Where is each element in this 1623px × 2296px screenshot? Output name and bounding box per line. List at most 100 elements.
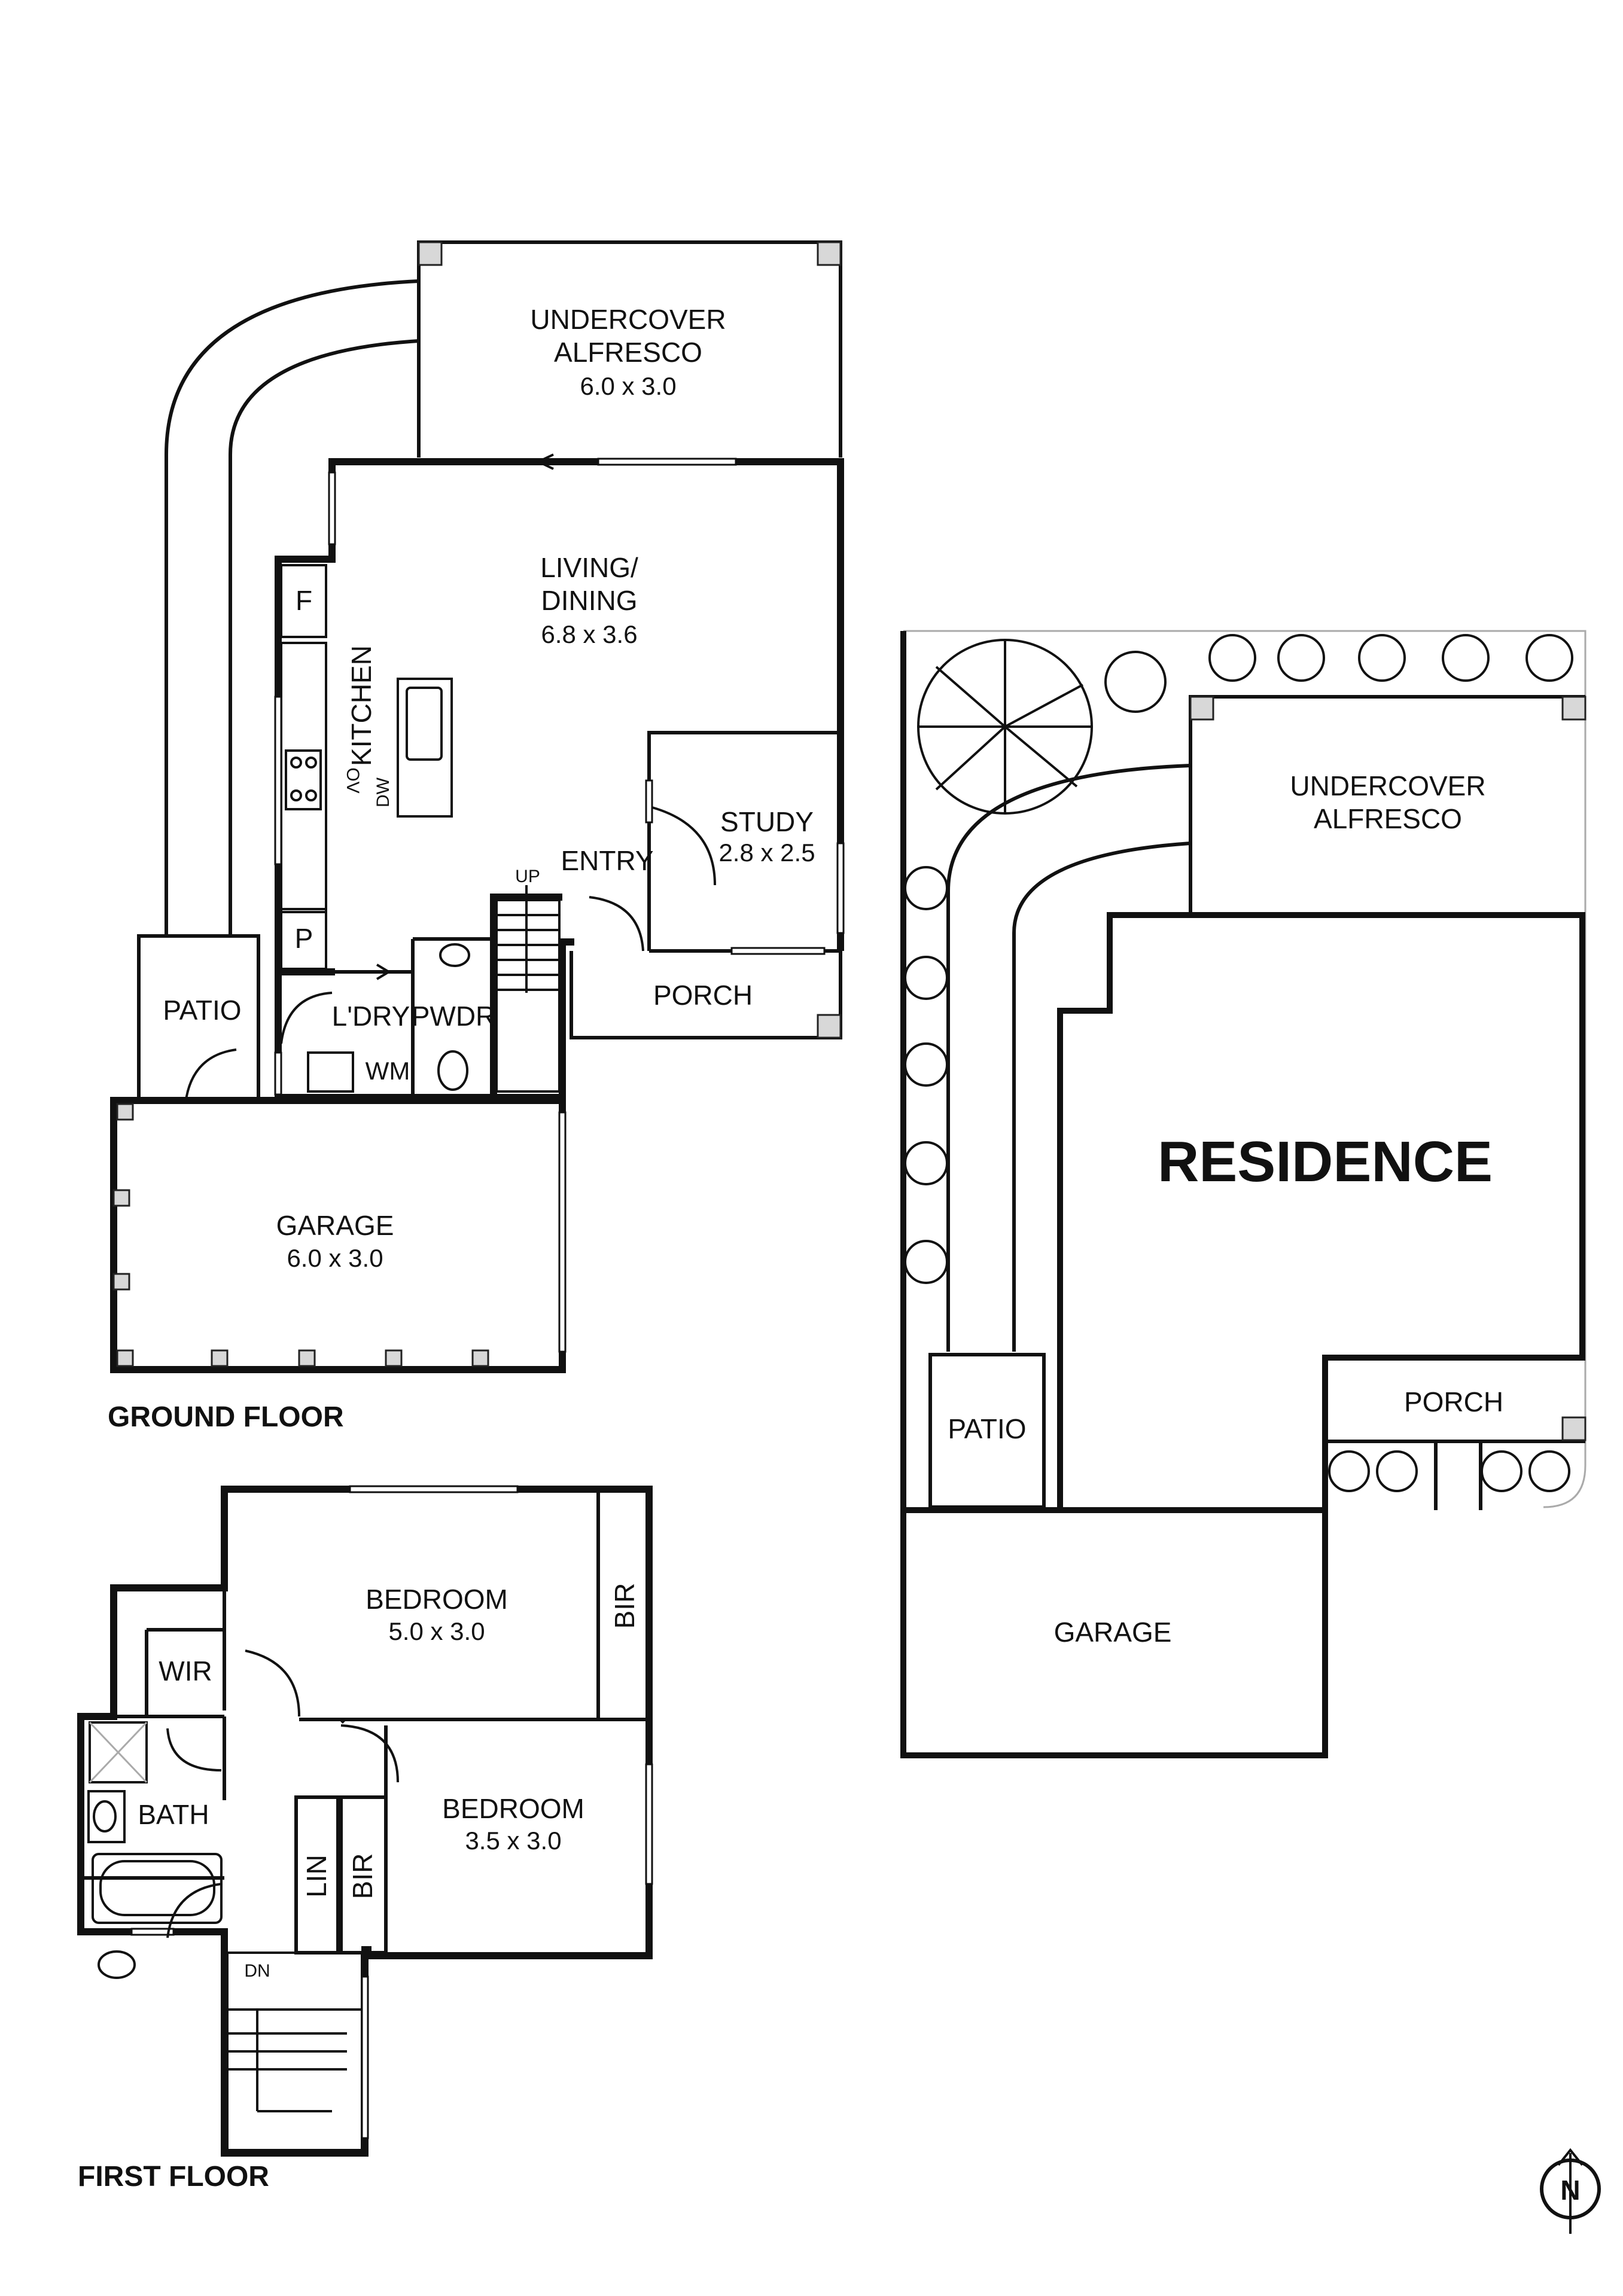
site-boundary	[903, 630, 1587, 1508]
basin	[439, 943, 470, 967]
porch-outline	[570, 951, 842, 1039]
wir-walls	[84, 1628, 224, 1718]
shower	[89, 1721, 148, 1783]
window	[274, 1051, 282, 1096]
bedroom1-size: 5.0 x 3.0	[388, 1617, 485, 1645]
bedroom1-door[interactable]	[245, 1649, 300, 1717]
alfresco-label: ALFRESCO	[554, 337, 702, 368]
residence-outline	[1057, 912, 1585, 1513]
bath-door[interactable]	[166, 1728, 222, 1771]
porch-post	[817, 1014, 842, 1039]
dishwasher-label: DW	[373, 777, 393, 807]
site-porch-post	[1561, 1416, 1587, 1441]
stairs-down	[226, 1952, 369, 2151]
vanity	[87, 1790, 126, 1843]
site-porch	[1325, 1356, 1585, 1510]
patio-outline	[137, 934, 260, 1097]
ground-floor-plan: UNDERCOVER ALFRESCO 6.0 x 3.0 LIVING/ DI…	[108, 240, 845, 1433]
north-arrow-icon: N	[1540, 2148, 1601, 2234]
bir2-label: BIR	[347, 1853, 378, 1899]
site-porch-label: PORCH	[1404, 1386, 1503, 1417]
study-size: 2.8 x 2.5	[718, 838, 815, 867]
oven-label: OV	[343, 767, 363, 793]
garage-posts	[112, 1103, 489, 1367]
living-size: 6.8 x 3.6	[541, 620, 637, 648]
wc-door[interactable]	[166, 1883, 222, 1938]
site-alfresco-post	[1189, 696, 1214, 721]
laundry-tub	[307, 1051, 354, 1093]
bedroom1-walls	[223, 1588, 649, 1721]
window	[274, 696, 282, 865]
patio-door[interactable]	[184, 1048, 237, 1104]
patio-label: PATIO	[163, 995, 241, 1026]
stairs-down-label: DN	[244, 1961, 270, 1981]
bath-walls	[84, 1716, 226, 1880]
ground-floor-walls	[490, 894, 562, 1097]
window	[836, 842, 845, 934]
laundry-door[interactable]	[280, 992, 333, 1044]
alfresco-label: UNDERCOVER	[530, 304, 726, 335]
tree-icon	[917, 639, 1093, 815]
site-path	[946, 764, 1191, 1352]
living-label: DINING	[541, 585, 638, 616]
living-label: LIVING/	[540, 552, 638, 583]
compass-label: N	[1560, 2175, 1580, 2206]
window	[130, 1928, 175, 1936]
garage-size: 6.0 x 3.0	[287, 1244, 383, 1272]
laundry-label: L'DRY	[332, 1001, 410, 1032]
bedroom2-door[interactable]	[340, 1724, 399, 1783]
window	[730, 947, 826, 955]
kitchen-label: KITCHEN	[346, 645, 377, 766]
site-garage-label: GARAGE	[1054, 1617, 1172, 1648]
alfresco-post	[817, 241, 842, 266]
vanity-basin	[93, 1800, 117, 1832]
alfresco-sliding-door[interactable]	[597, 458, 737, 466]
porch-label: PORCH	[653, 980, 753, 1011]
bedroom2-size: 3.5 x 3.0	[465, 1827, 561, 1855]
bir2-cupboard	[339, 1795, 388, 1955]
bath-label: BATH	[138, 1799, 209, 1830]
bedroom2-walls	[339, 1718, 388, 1956]
toilet	[437, 1050, 468, 1091]
plant-icons	[904, 634, 1573, 1492]
study-walls	[647, 731, 841, 951]
site-alfresco-post	[1561, 696, 1587, 721]
slide-arrow	[535, 453, 592, 470]
washing-machine-label: WM	[366, 1057, 410, 1085]
kitchen-island	[397, 678, 453, 818]
entry-door[interactable]	[589, 896, 644, 952]
site-garage	[900, 1507, 1328, 1758]
fridge-label: F	[296, 585, 312, 616]
stairs-up-label: UP	[515, 867, 540, 886]
garage-door[interactable]	[558, 1111, 567, 1353]
first-floor-title: FIRST FLOOR	[78, 2161, 269, 2193]
bathtub-inner	[99, 1860, 215, 1916]
window	[361, 1975, 369, 2139]
stairs-up	[495, 885, 561, 1093]
garden-path	[229, 339, 419, 936]
pantry-label: P	[295, 923, 313, 954]
window	[349, 1485, 519, 1493]
linen-label: LIN	[301, 1855, 332, 1898]
alfresco-size: 6.0 x 3.0	[580, 372, 676, 400]
alfresco-outline	[417, 240, 842, 458]
study-door[interactable]	[651, 806, 716, 886]
fridge-box	[280, 564, 327, 638]
window	[645, 779, 653, 824]
first-floor-walls	[77, 1486, 653, 2157]
alfresco-post	[418, 241, 443, 266]
cooktop	[285, 749, 322, 810]
kitchen-sink	[406, 687, 443, 761]
bathtub	[92, 1853, 223, 1924]
bir1-label: BIR	[609, 1583, 640, 1629]
site-plan: UNDERCOVER ALFRESCO RESIDENCE PORCH PATI…	[900, 630, 1587, 1758]
garden-path	[165, 279, 419, 936]
study-label: STUDY	[720, 806, 814, 837]
site-path	[1012, 841, 1191, 1352]
powder-label: PWDR	[412, 1001, 496, 1032]
wir-label: WIR	[159, 1655, 212, 1687]
site-alfresco-label: ALFRESCO	[1314, 803, 1462, 834]
ground-floor-title: GROUND FLOOR	[108, 1401, 344, 1433]
kitchen-bench	[280, 642, 327, 913]
